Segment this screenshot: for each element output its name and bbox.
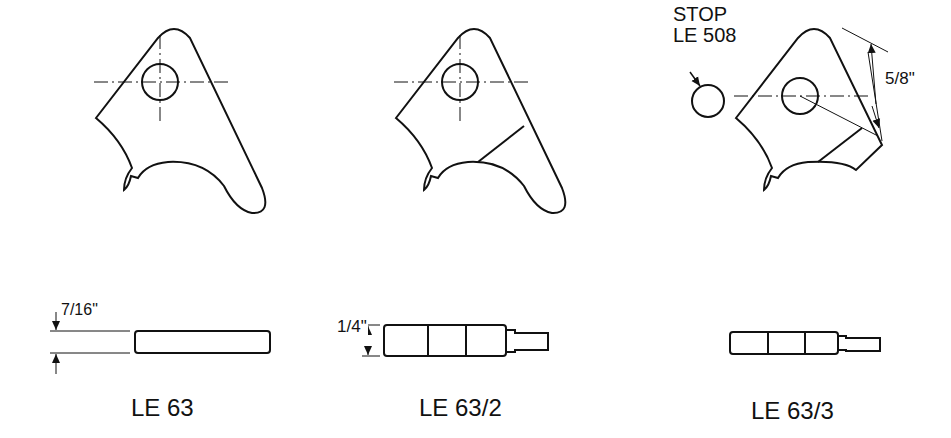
dimension-label: 1/4" [336, 318, 368, 336]
dimension-label: 5/8" [884, 70, 916, 88]
part-name: STOP LE 508 [672, 4, 752, 46]
part-name: LE 63/3 [750, 398, 835, 423]
part-name: LE 63/2 [418, 395, 503, 420]
stop-pin [692, 85, 724, 117]
lever-le63 [50, 29, 270, 374]
lever-le63-3 [690, 28, 888, 354]
dimension-label: 7/16" [60, 302, 99, 319]
part-name: LE 63 [130, 395, 195, 420]
lever-le63-2 [362, 29, 565, 356]
